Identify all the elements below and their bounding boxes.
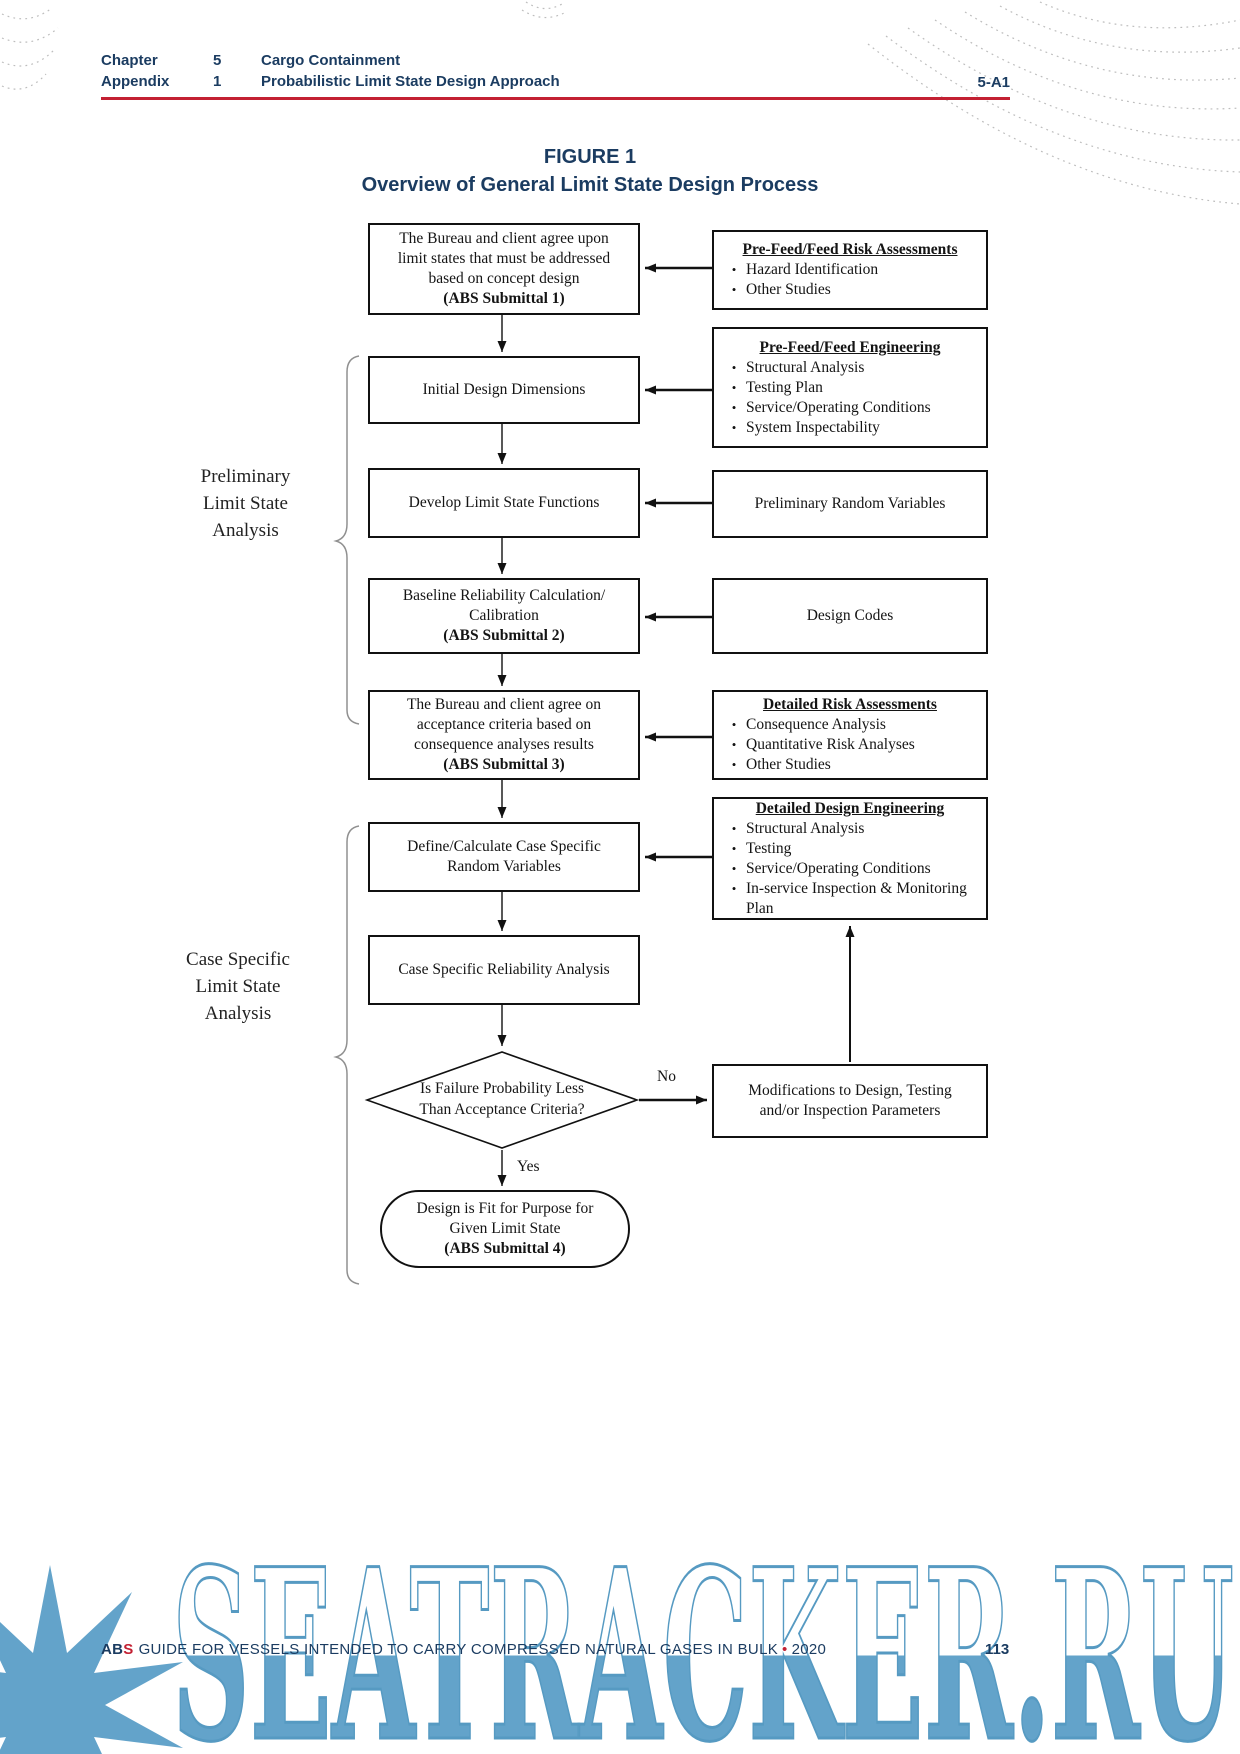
- list-item: •Service/Operating Conditions: [722, 859, 978, 879]
- box-detailed-design-engineering: Detailed Design Engineering •Structural …: [712, 797, 988, 920]
- grouping-braces: [333, 355, 360, 1285]
- bullet-icon: •: [731, 757, 737, 772]
- box-modifications: Modifications to Design, Testing and/or …: [712, 1064, 988, 1138]
- list-item: •Consequence Analysis: [722, 715, 978, 735]
- chapter-number: 5: [213, 52, 222, 69]
- list-item: •Other Studies: [722, 755, 978, 775]
- edge-label-no: No: [657, 1068, 676, 1085]
- bullet-icon: •: [731, 359, 737, 375]
- decision-text: Is Failure Probability Less Than Accepta…: [419, 1080, 585, 1118]
- bullet-icon: •: [731, 379, 737, 395]
- figure-number: FIGURE 1: [543, 146, 637, 168]
- box-preliminary-random-variables: Preliminary Random Variables: [712, 470, 988, 538]
- list-item: •Other Studies: [722, 280, 978, 300]
- bullet-icon: •: [731, 840, 737, 856]
- label-preliminary-limit-state-analysis: Preliminary Limit State Analysis: [200, 466, 291, 541]
- box-pre-feed-risk-assessments: Pre-Feed/Feed Risk Assessments •Hazard I…: [712, 230, 988, 310]
- box-develop-limit-state-functions: Develop Limit State Functions: [368, 468, 640, 538]
- box-define-random-variables: Define/Calculate Case Specific Random Va…: [368, 822, 640, 892]
- sun-logo-icon: [0, 1565, 183, 1754]
- section-reference: 5-A1: [977, 74, 1010, 91]
- list-item: •Structural Analysis: [722, 819, 978, 839]
- figure-title: Overview of General Limit State Design P…: [361, 174, 819, 196]
- abs-brand-s: S: [123, 1641, 134, 1658]
- box-case-specific-reliability: Case Specific Reliability Analysis: [368, 935, 640, 1005]
- bullet-icon: •: [731, 262, 737, 277]
- list-item: •Testing Plan: [722, 378, 978, 398]
- footer-year: 2020: [791, 1641, 827, 1658]
- header-row-chapter: Chapter 5 Cargo Containment: [101, 50, 1010, 71]
- chapter-label: Chapter: [101, 52, 158, 69]
- submittal-2: (ABS Submittal 2): [443, 627, 565, 644]
- input-arrows: [639, 263, 712, 1105]
- header-rule: [101, 97, 1010, 100]
- header-row-appendix: Appendix 1 Probabilistic Limit State Des…: [101, 71, 1010, 92]
- appendix-title: Probabilistic Limit State Design Approac…: [261, 73, 560, 90]
- box-acceptance-criteria: The Bureau and client agree on acceptanc…: [368, 690, 640, 780]
- list-item: •Hazard Identification: [722, 260, 978, 280]
- label-case-specific-limit-state-analysis: Case Specific Limit State Analysis: [186, 949, 290, 1024]
- list-item: •Testing: [722, 839, 978, 859]
- list-item: •System Inspectability: [722, 418, 978, 438]
- footer-title: GUIDE FOR VESSELS INTENDED TO CARRY COMP…: [138, 1641, 779, 1658]
- bullet-icon: •: [731, 399, 737, 415]
- bullet-icon: •: [731, 860, 737, 876]
- box-fit-for-purpose: Design is Fit for Purpose for Given Limi…: [380, 1190, 630, 1268]
- list-item: •Service/Operating Conditions: [722, 398, 978, 418]
- box-baseline-reliability: Baseline Reliability Calculation/ Calibr…: [368, 578, 640, 654]
- box-pre-feed-engineering: Pre-Feed/Feed Engineering •Structural An…: [712, 327, 988, 448]
- brace-case-specific: [333, 825, 360, 1285]
- footer-dot-icon: •: [782, 1641, 788, 1658]
- submittal-1: (ABS Submittal 1): [443, 290, 565, 307]
- submittal-4: (ABS Submittal 4): [444, 1240, 566, 1257]
- figure-heading: FIGURE 1 Overview of General Limit State…: [0, 143, 1180, 199]
- appendix-number: 1: [213, 73, 222, 90]
- appendix-label: Appendix: [101, 73, 170, 90]
- bullet-icon: •: [731, 737, 737, 752]
- chapter-title: Cargo Containment: [261, 52, 401, 69]
- bullet-icon: •: [731, 717, 737, 732]
- bullet-icon: •: [731, 880, 737, 896]
- box-initial-design-dimensions: Initial Design Dimensions: [368, 356, 640, 424]
- box-design-codes: Design Codes: [712, 578, 988, 654]
- bullet-icon: •: [731, 419, 737, 435]
- bullet-icon: •: [731, 820, 737, 836]
- brace-preliminary: [333, 355, 360, 725]
- box-detailed-risk-assessments: Detailed Risk Assessments •Consequence A…: [712, 690, 988, 780]
- abs-brand: AB: [101, 1641, 124, 1658]
- submittal-3: (ABS Submittal 3): [443, 756, 565, 773]
- list-item: •In-service Inspection & Monitoring Plan: [722, 879, 978, 919]
- edge-label-yes: Yes: [517, 1158, 540, 1175]
- list-item: •Structural Analysis: [722, 358, 978, 378]
- bullet-icon: •: [731, 282, 737, 297]
- list-item: •Quantitative Risk Analyses: [722, 735, 978, 755]
- page-number: 113: [985, 1641, 1010, 1658]
- box-agree-limit-states: The Bureau and client agree upon limit s…: [368, 223, 640, 315]
- page-header: Chapter 5 Cargo Containment Appendix 1 P…: [101, 50, 1010, 92]
